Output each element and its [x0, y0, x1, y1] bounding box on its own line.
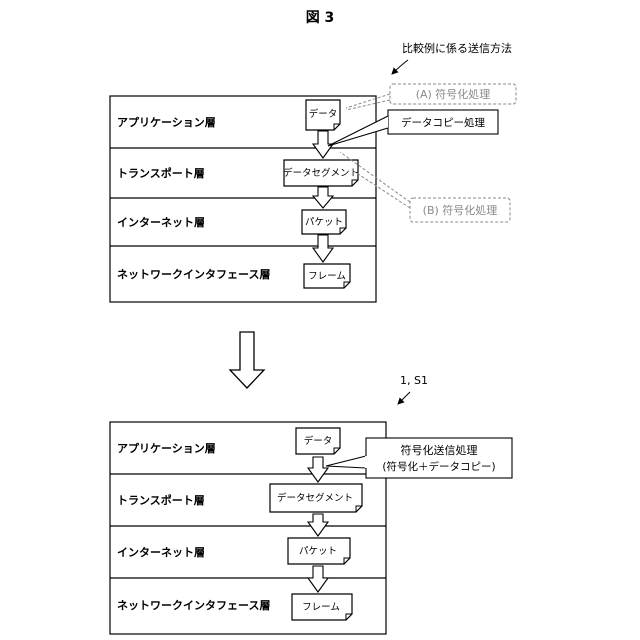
- top-unit-segment: データセグメント: [283, 167, 359, 179]
- bottom-layer-transport: トランスポート層: [117, 493, 205, 507]
- top-layer-transport: トランスポート層: [117, 166, 205, 180]
- bottom-layer-network-interface: ネットワークインタフェース層: [117, 599, 270, 612]
- bottom-callout-line1: 符号化送信処理: [401, 443, 478, 457]
- top-layer-internet: インターネット層: [117, 216, 205, 229]
- transition-arrow: [230, 332, 264, 388]
- top-unit-packet: パケット: [305, 217, 343, 228]
- callout-a-text: (A) 符号化処理: [416, 87, 491, 101]
- callout-copy-text: データコピー処理: [401, 116, 485, 129]
- bottom-unit-packet: パケット: [299, 546, 337, 557]
- bottom-layer-application: アプリケーション層: [117, 441, 216, 455]
- figure-title: 図 3: [306, 10, 335, 26]
- bottom-layer-internet: インターネット層: [117, 546, 205, 559]
- top-layer-network-interface: ネットワークインタフェース層: [117, 268, 270, 281]
- top-unit-data: データ: [309, 108, 338, 120]
- bottom-reference: 1, S1: [400, 374, 428, 387]
- bottom-unit-frame: フレーム: [302, 602, 340, 613]
- callout-b-text: (B) 符号化処理: [423, 203, 498, 217]
- top-caption: 比較例に係る送信方法: [402, 41, 512, 55]
- top-layer-application: アプリケーション層: [117, 115, 216, 129]
- reference-leader: [398, 392, 410, 404]
- bottom-unit-segment: データセグメント: [277, 492, 353, 504]
- caption-leader: [392, 60, 408, 74]
- bottom-callout-line2: (符号化＋データコピー): [382, 460, 495, 473]
- bottom-unit-data: データ: [304, 435, 333, 447]
- top-unit-frame: フレーム: [308, 271, 346, 282]
